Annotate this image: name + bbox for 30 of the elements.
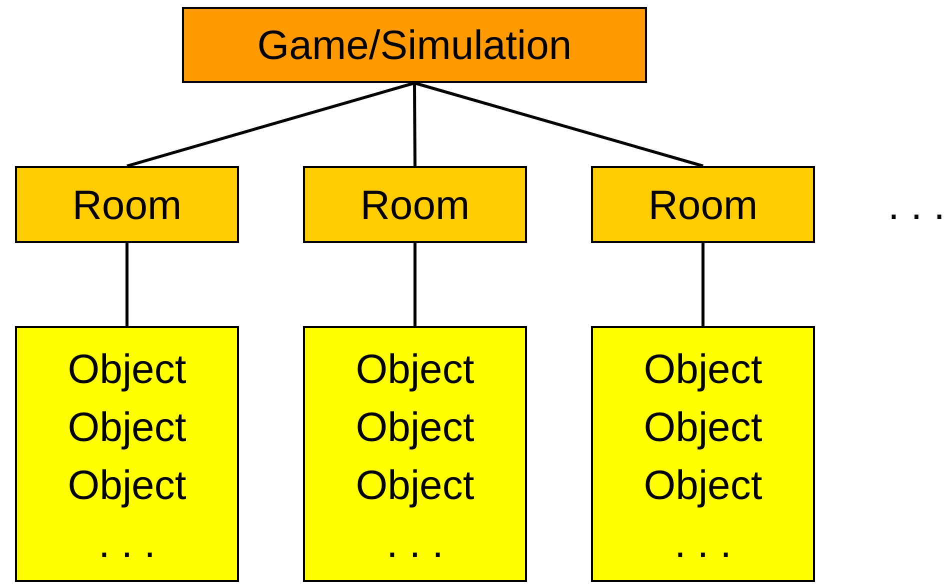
object-list-box — [591, 326, 815, 582]
object-list-box — [303, 326, 527, 582]
node-text: . . . — [674, 519, 732, 568]
node-text: Object — [68, 403, 186, 452]
connector-line — [414, 82, 704, 168]
node-text: . . . — [98, 519, 156, 568]
connector-line — [413, 82, 416, 166]
node-text: Object — [68, 461, 186, 510]
connector-line — [126, 82, 415, 168]
node-text: Room — [360, 180, 470, 230]
connector-line — [702, 243, 704, 326]
root-box — [182, 7, 647, 83]
node-text: Room — [648, 180, 758, 230]
node-text: Object — [644, 461, 762, 510]
node-text: . . . — [386, 519, 444, 568]
room-box — [303, 166, 527, 243]
node-text: Game/Simulation — [257, 21, 572, 70]
node-text: Object — [356, 345, 474, 394]
node-text: Object — [68, 345, 186, 394]
node-text: Object — [356, 403, 474, 452]
connector-line — [126, 243, 128, 326]
node-text: Object — [644, 345, 762, 394]
node-text: Room — [72, 180, 182, 230]
ellipsis-label: . . . — [888, 181, 945, 230]
room-box — [15, 166, 239, 243]
room-box — [591, 166, 815, 243]
node-text: Object — [644, 403, 762, 452]
connector-line — [414, 243, 416, 326]
object-list-box — [15, 326, 239, 582]
node-text: Object — [356, 461, 474, 510]
